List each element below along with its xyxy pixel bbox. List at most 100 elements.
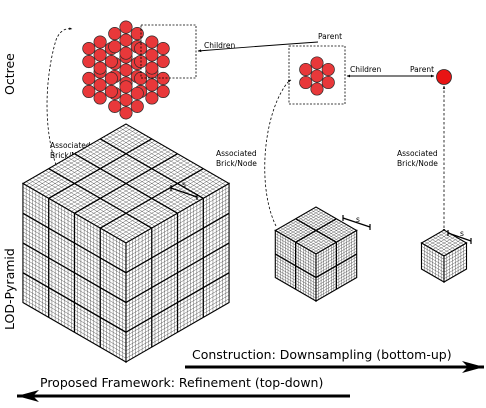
lod-cube-level-0-right-grid <box>125 294 230 355</box>
lod-cube-level-0 <box>21 123 231 363</box>
octree-level-2-node <box>93 48 107 62</box>
associated-label-medium-1: Associated <box>216 149 257 158</box>
lod-cube-level-1-top-grid <box>308 211 350 236</box>
lod-cube-level-2-top-grid <box>438 233 461 247</box>
lod-cube-level-2 <box>420 229 468 283</box>
lod-cube-level-0-right-grid <box>125 250 230 311</box>
lod-cube-level-0-top-grid <box>38 133 143 193</box>
octree-level-1-node <box>310 56 324 70</box>
lod-cube-level-0-top-grid <box>84 148 188 208</box>
octree-level-2-node <box>145 61 159 75</box>
refinement-label: Proposed Framework: Refinement (top-down… <box>40 375 323 390</box>
octree-level-2-node <box>145 91 159 105</box>
lod-cube-level-0-right-grid <box>125 276 230 337</box>
lod-cube-level-2-right-grid <box>443 265 467 279</box>
associated-label-small-2: Brick/Node <box>397 159 438 168</box>
octree-level-2-node <box>119 33 133 47</box>
lod-cube-level-1-top-grid <box>285 212 327 237</box>
lod-cube-level-0-top-grid <box>67 149 172 210</box>
octree-level-2-node <box>104 54 118 69</box>
octree-level-2-node <box>108 99 122 113</box>
lod-cube-level-1-top-grid <box>305 212 347 237</box>
lod-cube-level-1-right-grid <box>315 268 357 293</box>
lod-cube-level-0-top-grid <box>99 138 204 199</box>
lod-cube-level-0-top-grid <box>74 153 178 214</box>
octree-level-2-node <box>93 78 107 92</box>
lod-cube-level-1-right-grid <box>315 262 357 287</box>
lod-cube-level-0-top-grid <box>77 151 181 212</box>
octree-level-2-node <box>82 54 96 69</box>
octree-level-1-node <box>321 62 335 77</box>
lod-cube-level-0-top-grid <box>106 135 210 195</box>
octree-level-2-node <box>130 27 144 41</box>
octree-level-2-node <box>82 84 96 98</box>
parent-label-right: Parent <box>410 65 434 74</box>
lod-cube-level-2-left-grid <box>421 255 445 270</box>
lod-cube-level-0-top-grid <box>58 144 162 205</box>
row-label-octree: Octree <box>2 53 17 95</box>
lod-cube-level-0-top-grid <box>64 148 168 208</box>
brick-size-marker-medium <box>342 215 371 230</box>
lod-cube-level-1-top-grid <box>300 215 342 240</box>
brick-size-label-small: s <box>460 229 464 238</box>
lod-cube-level-1-top-grid <box>277 208 319 233</box>
lod-cube-level-1 <box>274 206 358 302</box>
lod-cube-level-0-top-grid <box>45 136 149 197</box>
lod-cube-level-1-left-grid <box>275 268 317 293</box>
octree-level-2-node <box>145 78 159 92</box>
association-link-large <box>46 27 73 194</box>
lod-cube-level-0-left-grid <box>22 261 127 322</box>
lod-cube-level-0-left-grid <box>22 276 127 337</box>
lod-cube-level-0-left-grid <box>22 287 127 348</box>
lod-cube-level-0-top-grid <box>48 138 153 199</box>
associated-label-large-1: Associated <box>50 141 91 150</box>
lod-cube-level-1-top-grid <box>313 208 355 233</box>
children-label-right: Children <box>350 65 381 74</box>
lod-cube-level-2-right-grid <box>443 259 467 273</box>
lod-cube-level-1-top-grid <box>290 215 332 240</box>
lod-cube-level-0-top-grid <box>35 131 139 192</box>
octree-level-2-node <box>93 61 107 75</box>
octree-root-node <box>436 69 452 85</box>
lod-cube-level-0-left-grid <box>22 242 127 304</box>
lod-cube-level-1-right-grid <box>315 265 357 290</box>
lod-cube-level-0-top-grid <box>113 131 217 192</box>
children-arrow-left <box>197 41 319 53</box>
brick-size-marker-large <box>170 185 198 200</box>
selected-children-box-right <box>288 45 346 105</box>
construction-label: Construction: Downsampling (bottom-up) <box>192 347 452 362</box>
lod-cube-level-0-left-grid <box>22 268 127 329</box>
lod-cube-level-0-top-grid <box>96 140 201 201</box>
lod-cube-level-0-right-grid <box>125 280 230 340</box>
lod-cube-level-0-left-grid <box>22 265 127 325</box>
lod-cube-level-1-right-grid <box>315 259 357 284</box>
lod-cube-level-2-left-grid <box>421 262 445 276</box>
lod-cube-level-0-right-grid <box>125 242 230 304</box>
lod-cube-level-1-right-grid <box>315 274 357 299</box>
refinement-arrow-head <box>17 390 39 402</box>
lod-cube-level-0-left-grid <box>22 257 127 318</box>
lod-cube-level-1-left-grid <box>275 265 317 290</box>
lod-cube-level-0-top-grid <box>90 144 194 205</box>
lod-cube-level-0-top-grid <box>71 151 175 212</box>
lod-cube-level-0-top-grid <box>51 140 156 201</box>
lod-cube-level-1-left-grid <box>275 259 317 284</box>
octree-level-2-node <box>119 106 133 120</box>
octree-level-2-node <box>130 86 144 100</box>
lod-cube-level-2-top-grid <box>435 234 459 249</box>
octree-level-1-nodes <box>299 56 335 96</box>
octree-level-2-node <box>82 41 96 56</box>
octree-level-2-node <box>119 63 133 77</box>
octree-level-1-node <box>299 75 313 90</box>
selected-children-box-left <box>140 24 197 79</box>
lod-cube-level-0-right-grid <box>125 257 230 318</box>
lod-cube-level-0-left-grid <box>22 283 127 344</box>
lod-cube-level-1-right-grid <box>315 271 357 296</box>
lod-cube-level-0-left-grid <box>22 294 127 355</box>
lod-cube-level-2-top-grid <box>424 231 447 245</box>
lod-cube-level-0-top-grid <box>119 127 223 188</box>
octree-level-2-node <box>119 93 133 107</box>
octree-level-2-node <box>82 71 96 85</box>
